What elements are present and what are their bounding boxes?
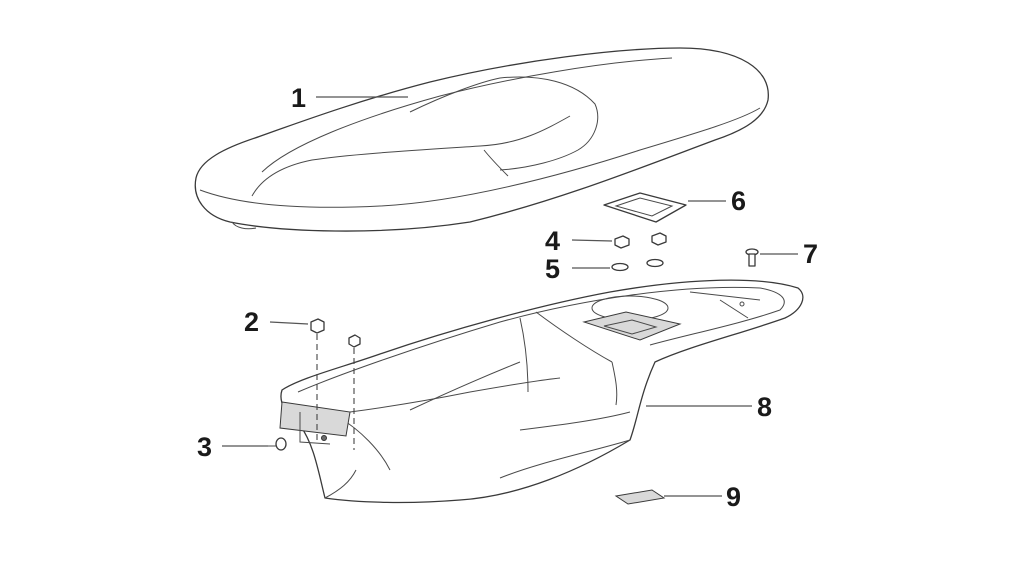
callout-labels: 1 2 3 4 5 6 7 8 9 (197, 83, 818, 512)
callout-6: 6 (731, 186, 746, 216)
flange-bolt (310, 318, 361, 348)
seat-bracket-plate (603, 192, 687, 223)
callout-4: 4 (545, 226, 560, 256)
assembly-guides (316, 334, 355, 450)
callout-3: 3 (197, 432, 212, 462)
storage-box (279, 279, 804, 504)
callout-5: 5 (545, 254, 560, 284)
callout-2: 2 (244, 307, 259, 337)
rubber-pad (614, 489, 666, 505)
leader-4 (571, 239, 613, 242)
callout-1: 1 (291, 83, 306, 113)
washer-pair (611, 258, 664, 272)
leader-lines (222, 96, 798, 497)
callout-8: 8 (757, 392, 772, 422)
leader-2 (269, 321, 309, 325)
screw (268, 437, 287, 451)
callout-7: 7 (803, 239, 818, 269)
nut-pair (614, 232, 667, 249)
bolt (745, 248, 759, 267)
callout-9: 9 (726, 482, 741, 512)
seat (194, 47, 769, 232)
